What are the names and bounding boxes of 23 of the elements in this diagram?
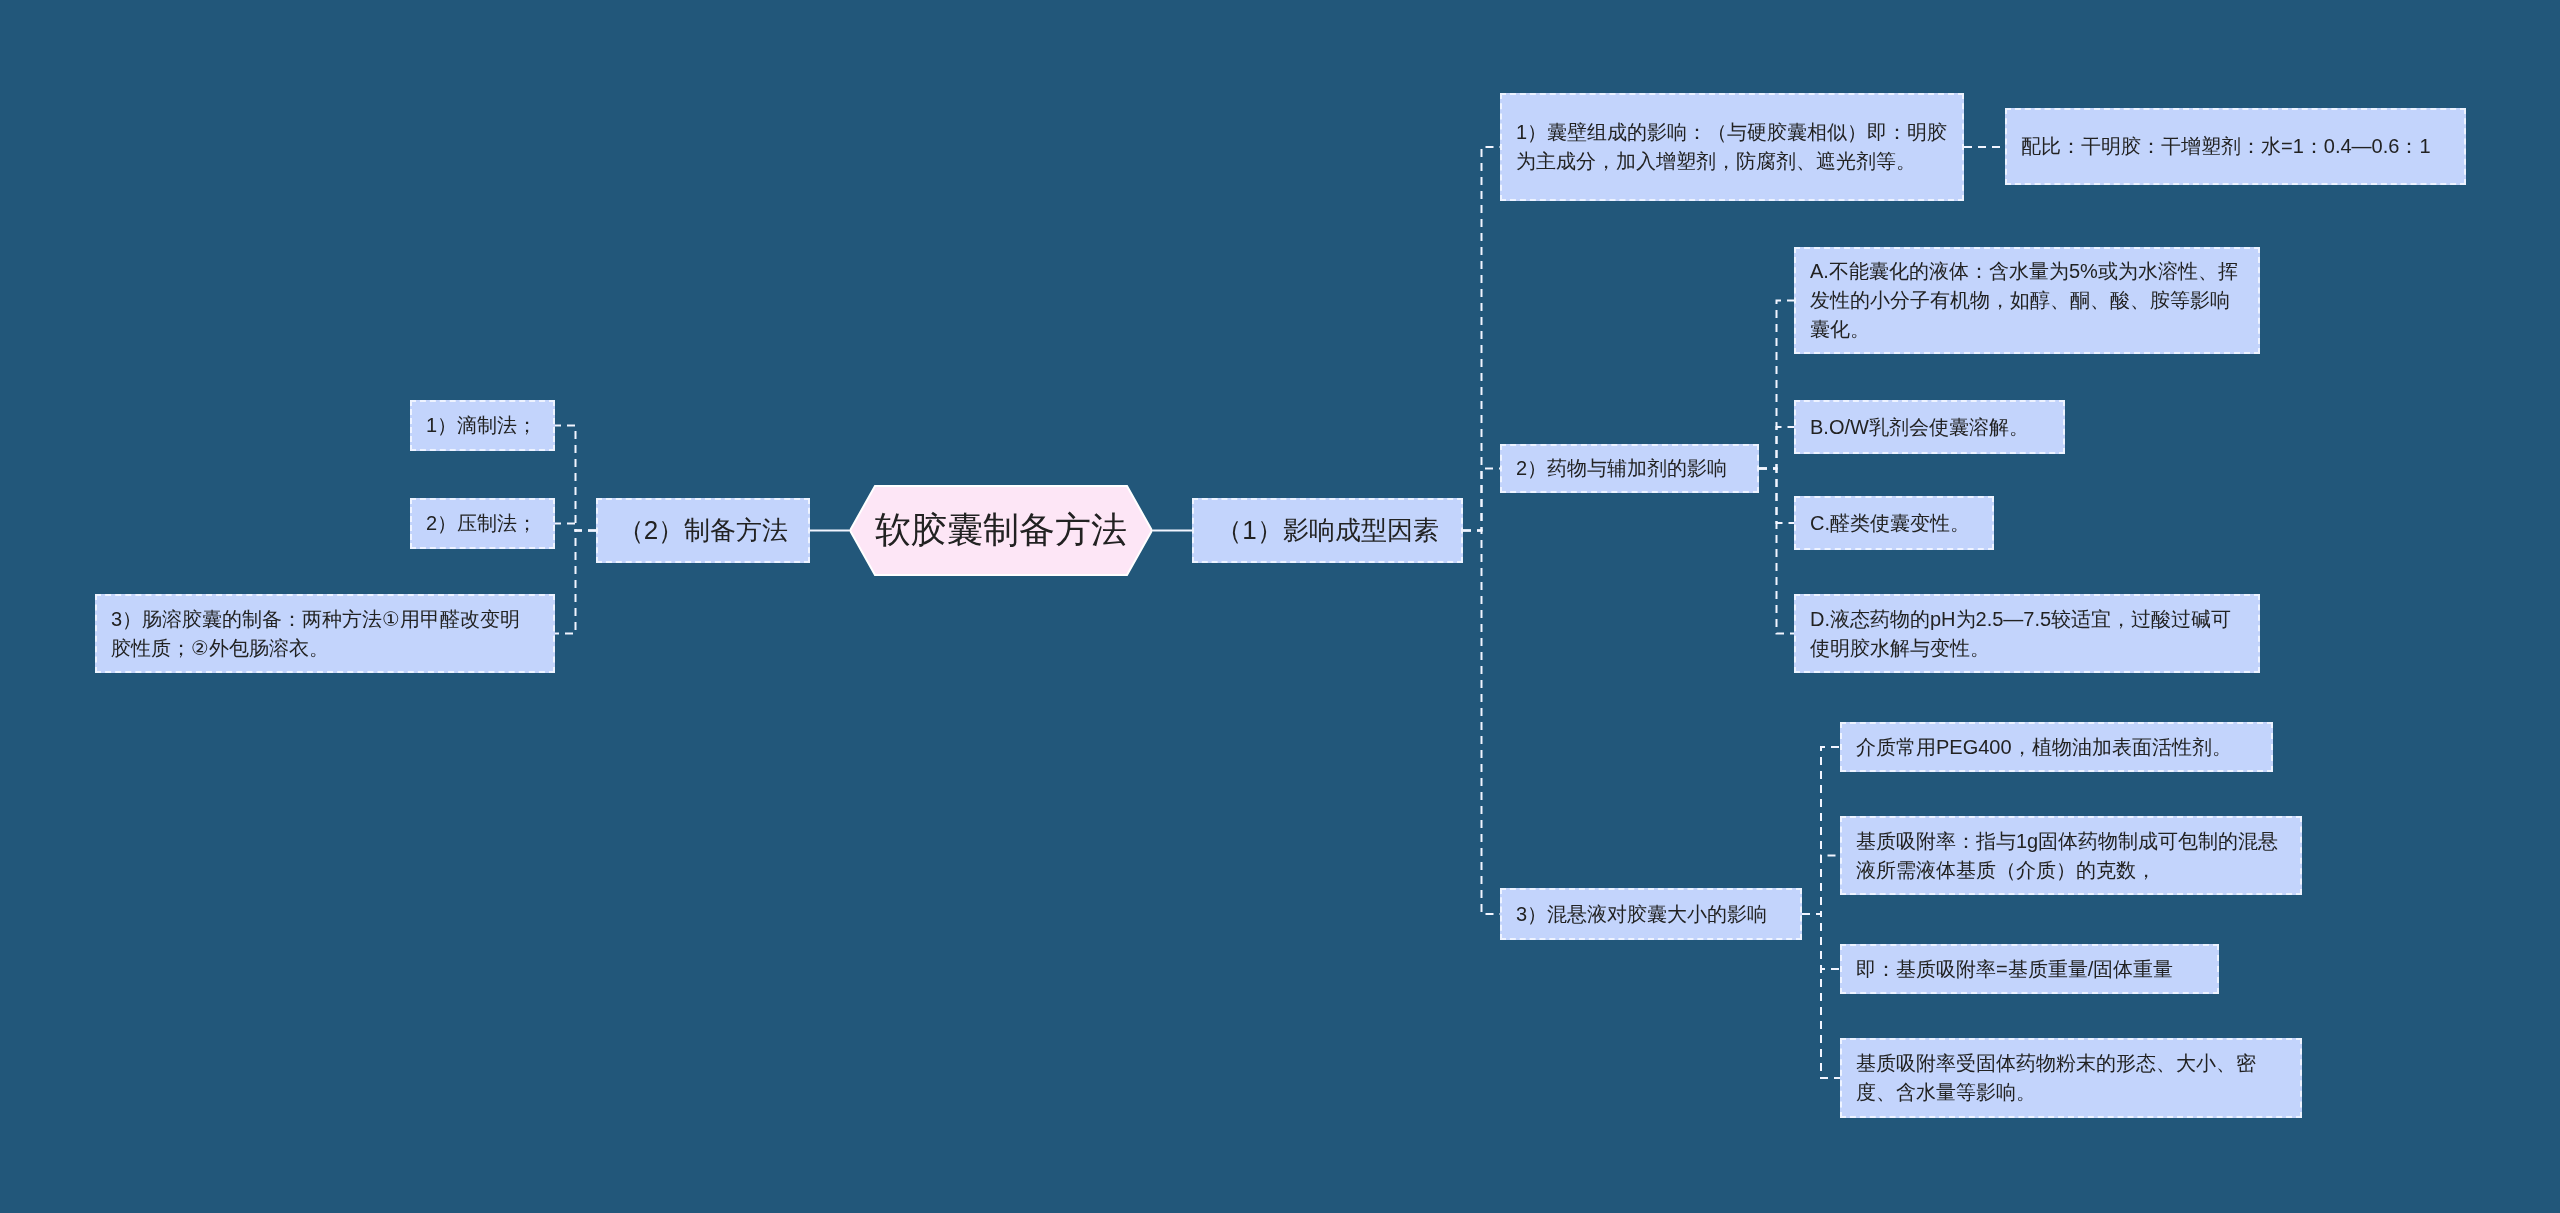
topic-box: 即：基质吸附率=基质重量/固体重量 [1840,944,2219,994]
topic-box: D.液态药物的pH为2.5—7.5较适宜，过酸过碱可使明胶水解与变性。 [1794,594,2260,673]
topic-box: 介质常用PEG400，植物油加表面活性剂。 [1840,722,2273,772]
connector-line [809,529,850,532]
topic-box: 配比：干明胶：干增塑剂：水=1：0.4—0.6：1 [2005,108,2466,185]
connector-line [554,529,597,635]
branch-box: （2）制备方法 [596,498,810,563]
topic-box: 基质吸附率：指与1g固体药物制成可包制的混悬液所需液体基质（介质）的克数， [1840,816,2302,895]
topic-box: 3）混悬液对胶囊大小的影响 [1500,888,1802,940]
connector-line [1801,913,1841,1079]
topic-box: C.醛类使囊变性。 [1794,496,1994,550]
topic-box: 1）囊壁组成的影响：（与硬胶囊相似）即：明胶为主成分，加入增塑剂，防腐剂、遮光剂等。 [1500,93,1964,201]
branch-box: （1）影响成型因素 [1192,498,1463,563]
topic-box: 基质吸附率受固体药物粉末的形态、大小、密度、含水量等影响。 [1840,1038,2302,1118]
topic-box: 3）肠溶胶囊的制备：两种方法①用甲醛改变明胶性质；②外包肠溶衣。 [95,594,555,673]
topic-box: 1）滴制法； [410,400,555,451]
connector-line [1758,467,1795,635]
topic-box: A.不能囊化的液体：含水量为5%或为水溶性、挥发性的小分子有机物，如醇、酮、酸、胺等影响囊化。 [1794,247,2260,354]
topic-box: 2）药物与辅加剂的影响 [1500,444,1759,493]
topic-box: 2）压制法； [410,498,555,549]
topic-hexagon: 软胶囊制备方法 [849,485,1153,576]
topic-box: B.O/W乳剂会使囊溶解。 [1794,400,2065,454]
connector-line [1152,529,1193,532]
